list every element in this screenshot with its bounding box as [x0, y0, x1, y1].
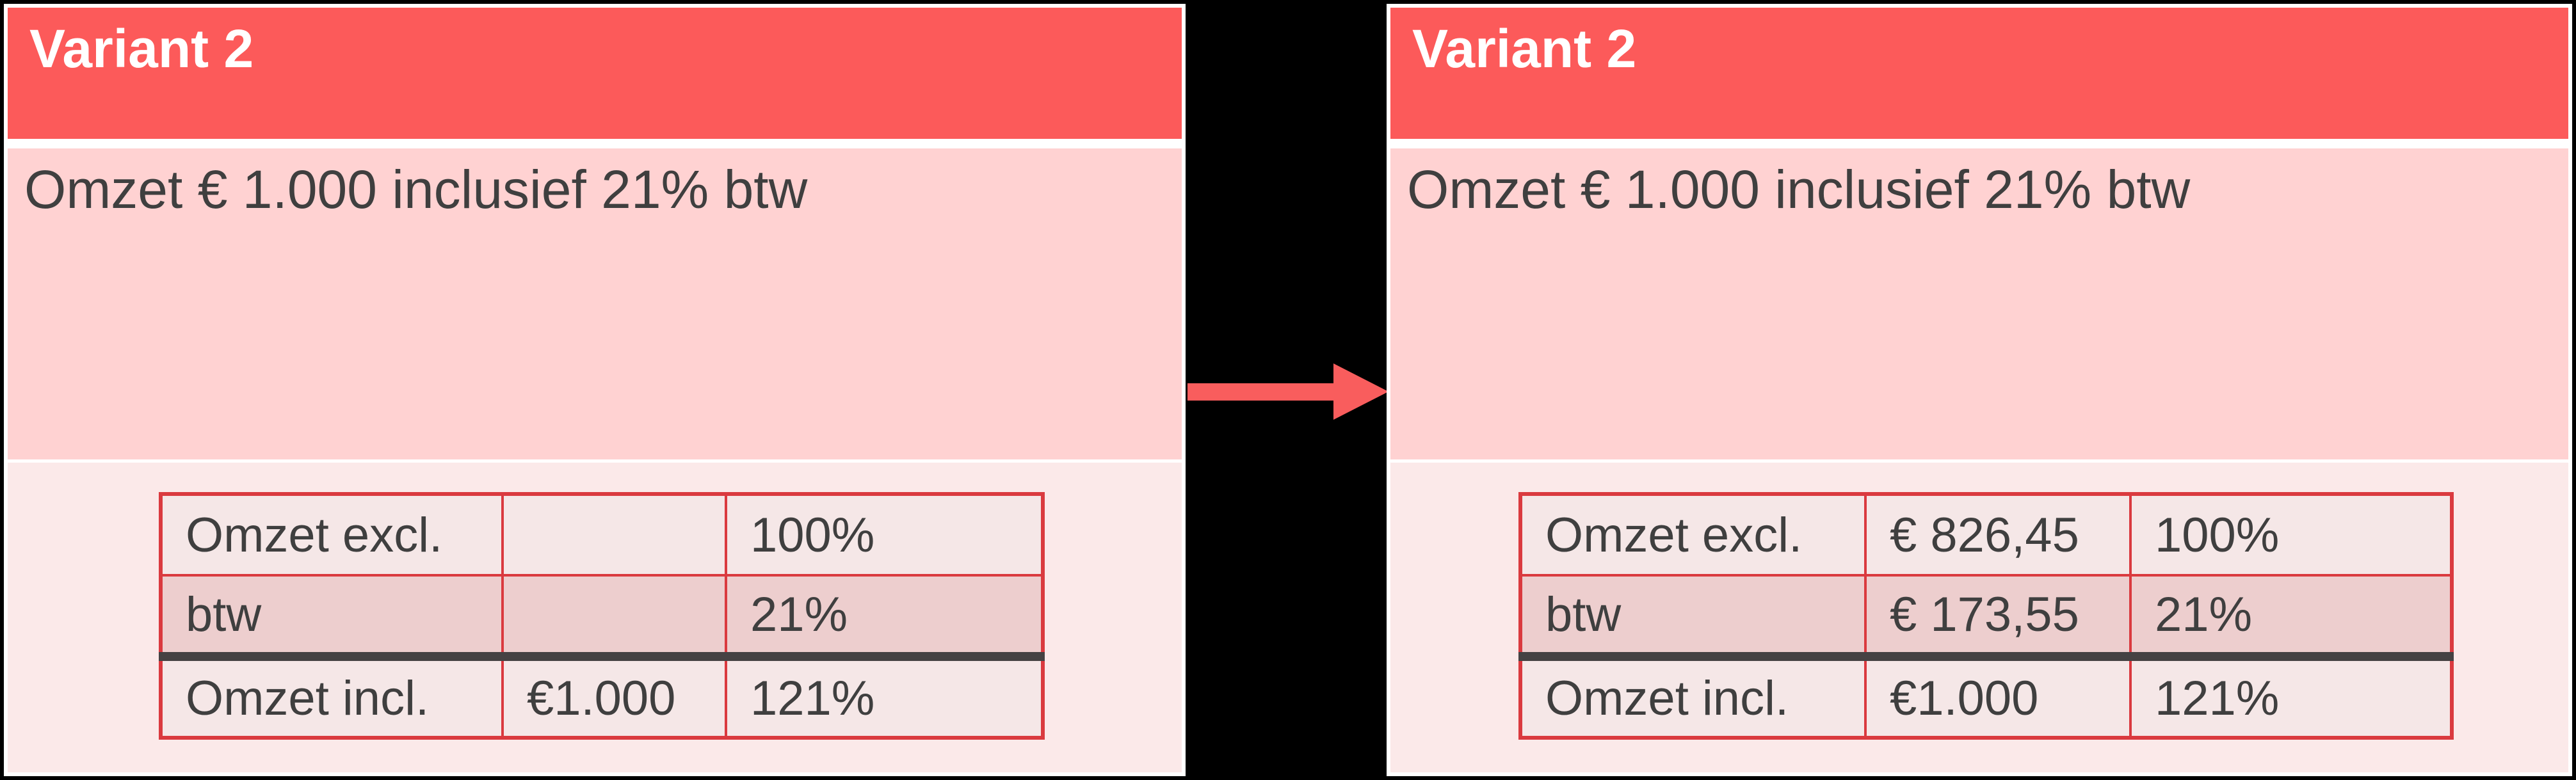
cell-amount: € 173,55: [1864, 574, 2132, 658]
vat-table-after: Omzet excl. € 826,45 100% btw € 173,55 2…: [1518, 492, 2454, 740]
cell-label: Omzet incl.: [159, 652, 504, 739]
cell-amount: € 826,45: [1864, 493, 2132, 577]
cell-percent: 21%: [725, 574, 1044, 658]
table-row-btw: btw € 173,55 21%: [1519, 574, 2453, 658]
cell-percent: 100%: [2129, 493, 2453, 577]
cell-label: btw: [1519, 574, 1867, 658]
cell-percent: 21%: [2129, 574, 2453, 658]
panel-footer: Omzet excl. 100% btw 21% Omzet incl. €1.…: [8, 463, 1182, 772]
arrow-shaft: [1187, 383, 1333, 401]
arrow-head: [1333, 363, 1389, 420]
cell-amount: [501, 493, 727, 577]
panel-body: Omzet € 1.000 inclusief 21% btw: [1390, 148, 2568, 459]
panel-body: Omzet € 1.000 inclusief 21% btw: [8, 148, 1182, 459]
right-arrow-icon: [1187, 363, 1389, 420]
vat-table-before: Omzet excl. 100% btw 21% Omzet incl. €1.…: [159, 492, 1045, 740]
cell-amount: €1.000: [1864, 652, 2132, 739]
panel-body-text: Omzet € 1.000 inclusief 21% btw: [24, 159, 808, 219]
variant-panel-after: Variant 2 Omzet € 1.000 inclusief 21% bt…: [1387, 4, 2572, 776]
panel-body-text: Omzet € 1.000 inclusief 21% btw: [1407, 159, 2191, 219]
table-row-omzet-excl: Omzet excl. 100%: [159, 493, 1044, 577]
variant-panel-before: Variant 2 Omzet € 1.000 inclusief 21% bt…: [4, 4, 1186, 776]
cell-label: Omzet incl.: [1519, 652, 1867, 739]
panel-header: Variant 2: [8, 8, 1182, 139]
table-row-btw: btw 21%: [159, 574, 1044, 658]
panel-title: Variant 2: [29, 19, 254, 79]
cell-percent: 121%: [725, 652, 1044, 739]
cell-percent: 100%: [725, 493, 1044, 577]
cell-percent: 121%: [2129, 652, 2453, 739]
cell-amount: [501, 574, 727, 658]
panel-title: Variant 2: [1412, 19, 1637, 79]
cell-amount: €1.000: [501, 652, 727, 739]
table-row-omzet-incl: Omzet incl. €1.000 121%: [159, 652, 1044, 739]
cell-label: btw: [159, 574, 504, 658]
cell-label: Omzet excl.: [159, 493, 504, 577]
cell-label: Omzet excl.: [1519, 493, 1867, 577]
panel-footer: Omzet excl. € 826,45 100% btw € 173,55 2…: [1390, 463, 2568, 772]
panel-header: Variant 2: [1390, 8, 2568, 139]
table-row-omzet-excl: Omzet excl. € 826,45 100%: [1519, 493, 2453, 577]
table-row-omzet-incl: Omzet incl. €1.000 121%: [1519, 652, 2453, 739]
